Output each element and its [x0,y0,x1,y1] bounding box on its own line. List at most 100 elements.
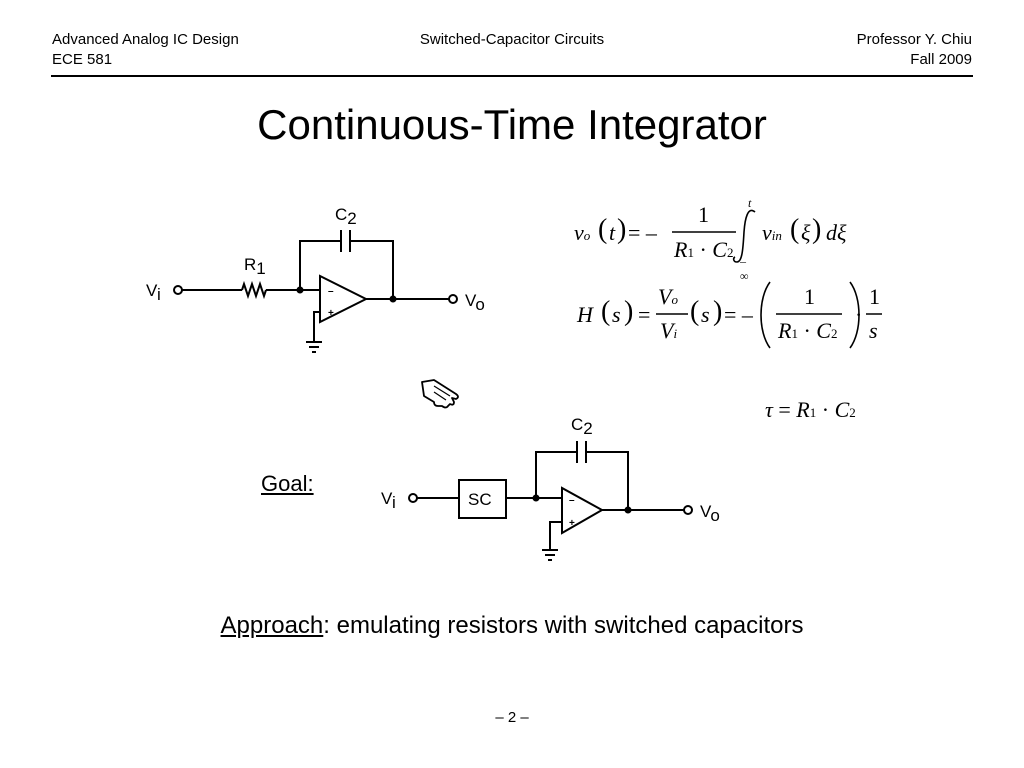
header-topic: Switched-Capacitor Circuits [419,31,605,48]
eq1-arg: t [609,220,616,245]
svg-text:Vi: Vi [146,281,161,304]
vin-label-top: V [146,281,158,300]
tau-equals: = [778,397,791,422]
eq1-int-lower: –∞ [740,254,749,283]
eq2-den-sub: i [673,326,678,341]
eq2-equals-1: = [638,302,651,327]
eq1-den-c-sub: 2 [726,245,734,260]
slide-title: Continuous-Time Integrator [257,101,767,148]
course-code: ECE 581 [52,51,113,68]
opamp-plus-bottom: + [569,518,575,529]
eq1-den-r: R [674,237,688,262]
approach-line: Approach: emulating resistors with switc… [0,612,1024,640]
feedback-wire-right-bottom [586,451,629,510]
svg-text:Vo: Vo [700,502,720,525]
vout-sub-bottom: o [710,506,719,525]
eq2-den-r-sub: 1 [791,326,798,341]
vout-terminal-top [448,294,458,304]
svg-text:C2: C2 [571,415,593,438]
node-dot-bottom-out [624,506,632,514]
r1-sub: 1 [256,259,265,278]
eq2-num-v: V [658,284,672,309]
tau-c-sub: 2 [849,405,856,420]
eq1-int-upper: t [748,196,752,210]
opamp-minus-bottom: – [569,495,575,506]
node-dot-bottom-in [532,494,540,502]
ground-wire-top [313,311,320,342]
c2-sub-top: 2 [347,209,356,228]
eq2-arg-2: s [701,302,710,327]
ground-wire-bottom [549,521,562,550]
opamp-bottom [561,486,605,535]
opamp-minus-top: – [328,286,334,297]
vin-sub-bottom: i [392,493,396,512]
eq1-int-sub: in [771,228,782,243]
svg-text:C2: C2 [335,205,357,228]
feedback-wire-left-bottom [535,451,576,498]
eq2-arg: s [612,302,621,327]
header-left: Advanced Analog IC Design ECE 581 [52,30,239,70]
big-paren-right [849,281,860,349]
course-title: Advanced Analog IC Design [52,31,239,48]
svg-text:R1: R1 [244,255,266,278]
eq2-frac2-num: 1 [869,284,880,309]
big-paren-left [760,281,771,349]
feedback-wire-right-top [350,240,394,299]
node-dot-top-in [296,286,304,294]
c2-label-bottom: C [571,415,583,434]
page-number: – 2 – [495,709,529,726]
svg-text:Vo: Vo [465,291,485,314]
eq1-v-sub: o [583,228,591,243]
header-right: Professor Y. Chiu Fall 2009 [857,30,972,70]
eq1-equals: = – [628,220,657,245]
eq1-int-v: v [762,220,772,245]
eq1-den-r-sub: 1 [687,245,694,260]
svg-text:Vi: Vi [381,489,396,512]
eq2-frac2-den: s [869,318,878,343]
eq2-dot: · [855,302,863,327]
vin-terminal-bottom [408,493,418,503]
eq1-den-dot: · [699,237,707,262]
eq2-numerator: 1 [804,284,815,309]
opamp-top [319,274,369,324]
eq2-h: H [577,302,593,327]
pointing-hand-icon [421,379,459,409]
c2-sub-bottom: 2 [583,419,592,438]
tau-r-sub: 1 [809,405,817,420]
approach-label: Approach [220,612,324,639]
vin-terminal-top [173,285,183,295]
vin-sub-top: i [157,285,161,304]
instructor: Professor Y. Chiu [856,31,972,48]
ground-symbol-bottom [542,549,558,561]
resistor-r1 [241,280,267,300]
node-dot-top-out [389,295,397,303]
opamp-plus-top: + [328,308,334,319]
eq1-v: v [574,220,584,245]
eq1-int-d: dξ [826,220,847,245]
sc-label: SC [468,490,492,509]
ground-symbol-top [306,341,322,353]
eq2-den-v: V [660,318,674,343]
header-rule [51,75,973,77]
eq1-int-arg: ξ [801,220,811,245]
tau-symbol: τ [765,397,773,422]
tau-dot: · [821,397,830,422]
vout-sub-top: o [475,295,484,314]
eq2-den-c: C [816,318,831,343]
r1-label: R [244,255,256,274]
vout-label-top: V [465,291,477,310]
eq2-num-sub: o [671,292,678,307]
eq2-den-dot: · [803,318,811,343]
tau-r: R [796,397,810,422]
vin-label-bottom: V [381,489,393,508]
eq1-den-c: C [712,237,727,262]
vout-label-bottom: V [700,502,712,521]
goal-label: Goal: [261,471,314,496]
c2-label-top: C [335,205,347,224]
feedback-wire-left-top [299,240,340,290]
approach-text: : emulating resistors with switched capa… [323,612,804,639]
vout-terminal-bottom [683,505,693,515]
eq2-den-r: R [778,318,792,343]
eq1-numerator: 1 [698,202,709,227]
